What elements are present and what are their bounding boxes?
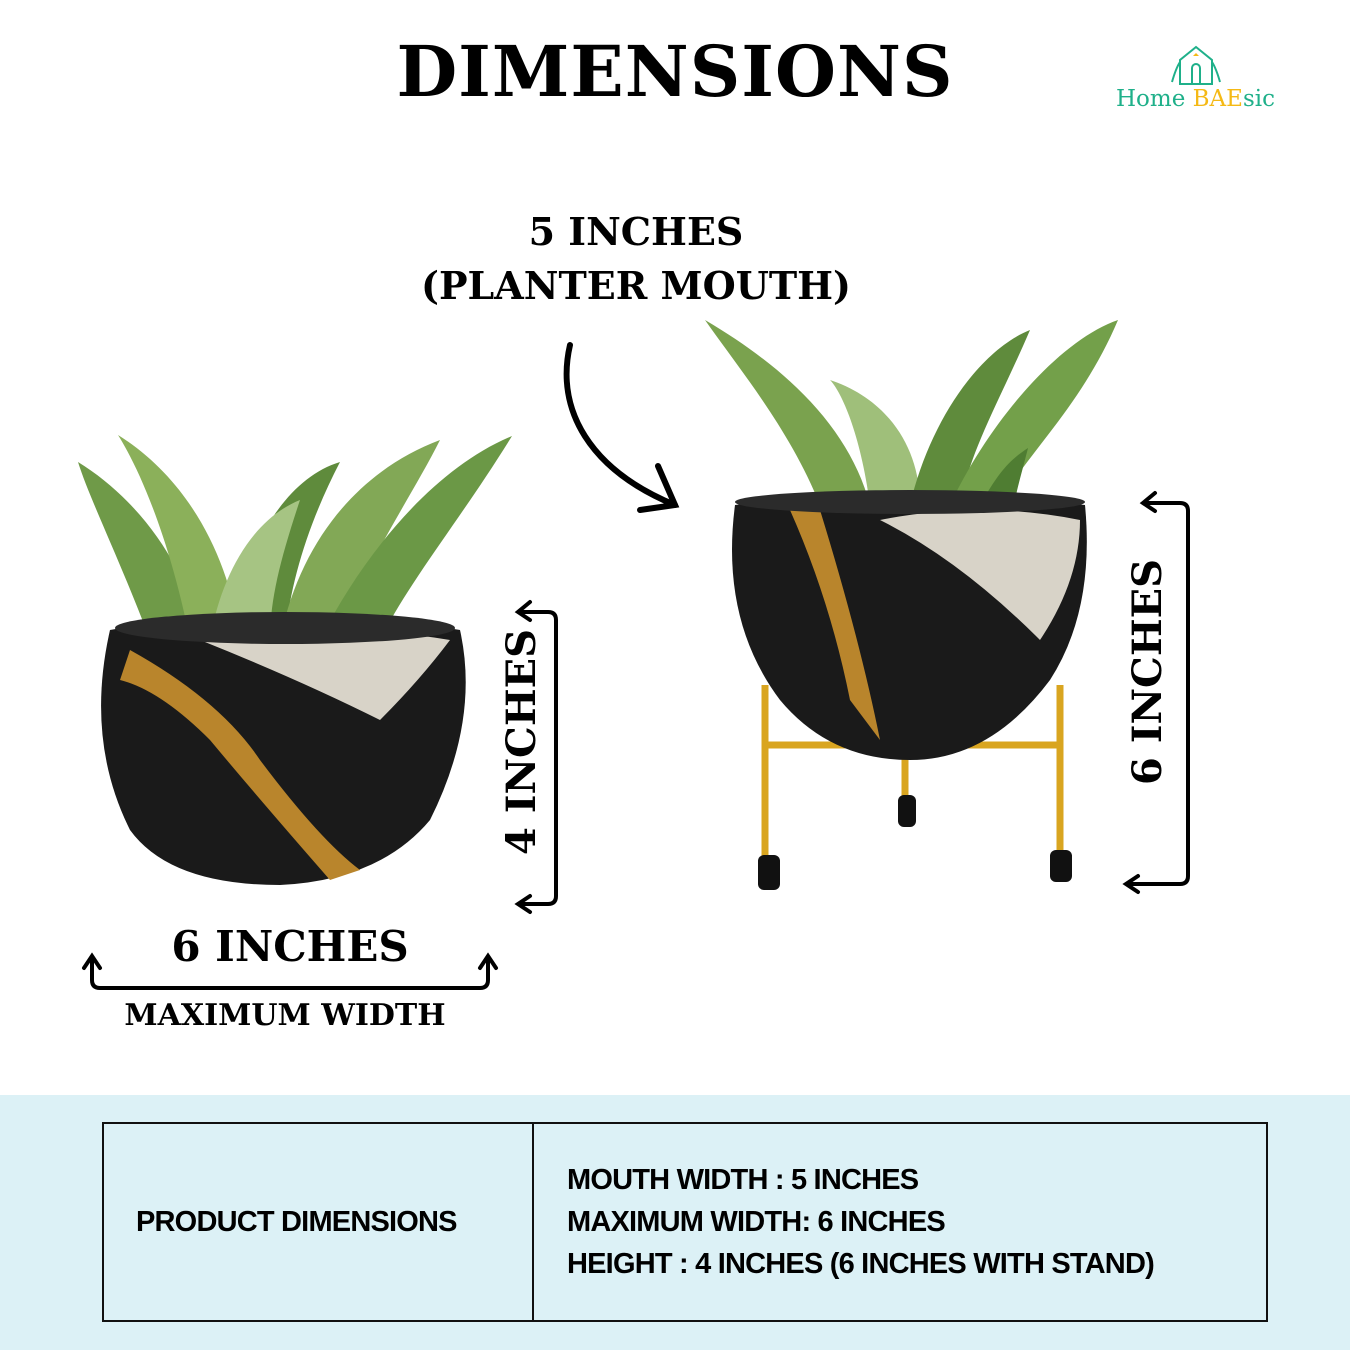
dimensions-table: PRODUCT DIMENSIONS MOUTH WIDTH : 5 INCHE… <box>102 1122 1268 1322</box>
table-row: HEIGHT : 4 INCHES (6 INCHES WITH STAND) <box>567 1248 1155 1280</box>
left-plant-leaves <box>78 435 512 640</box>
page-title: DIMENSIONS <box>396 30 954 113</box>
table-values-cell: MOUTH WIDTH : 5 INCHES MAXIMUM WIDTH: 6 … <box>534 1124 1266 1320</box>
mouth-caption: (PLANTER MOUTH) <box>420 263 851 308</box>
brand-logo: Home BAEsic <box>1108 44 1283 119</box>
height-bracket-icon <box>514 600 558 914</box>
table-label: PRODUCT DIMENSIONS <box>136 1206 458 1238</box>
width-value-label: 6 INCHES <box>171 922 409 971</box>
width-caption: MAXIMUM WIDTH <box>124 998 446 1033</box>
product-illustration <box>78 320 1190 990</box>
table-row: MAXIMUM WIDTH: 6 INCHES <box>567 1206 946 1238</box>
dimensions-band <box>0 1095 1350 1350</box>
table-row: MOUTH WIDTH : 5 INCHES <box>567 1164 919 1196</box>
logo-text: Home BAEsic <box>1116 86 1275 112</box>
right-plant-leaves <box>705 320 1118 505</box>
stand-height-bracket-icon <box>1122 491 1190 894</box>
left-planter <box>101 612 466 885</box>
width-bracket-icon <box>82 952 498 990</box>
mouth-dimension-label: 5 INCHES (PLANTER MOUTH) <box>380 205 892 313</box>
house-logo-icon <box>1171 45 1221 85</box>
mouth-size: 5 INCHES <box>528 209 744 254</box>
table-label-cell: PRODUCT DIMENSIONS <box>104 1124 534 1320</box>
pot-height-label: 4 INCHES <box>498 628 545 855</box>
curved-arrow-icon <box>563 342 680 513</box>
right-planter-with-stand <box>732 490 1087 890</box>
stand-height-label: 6 INCHES <box>1124 558 1171 785</box>
